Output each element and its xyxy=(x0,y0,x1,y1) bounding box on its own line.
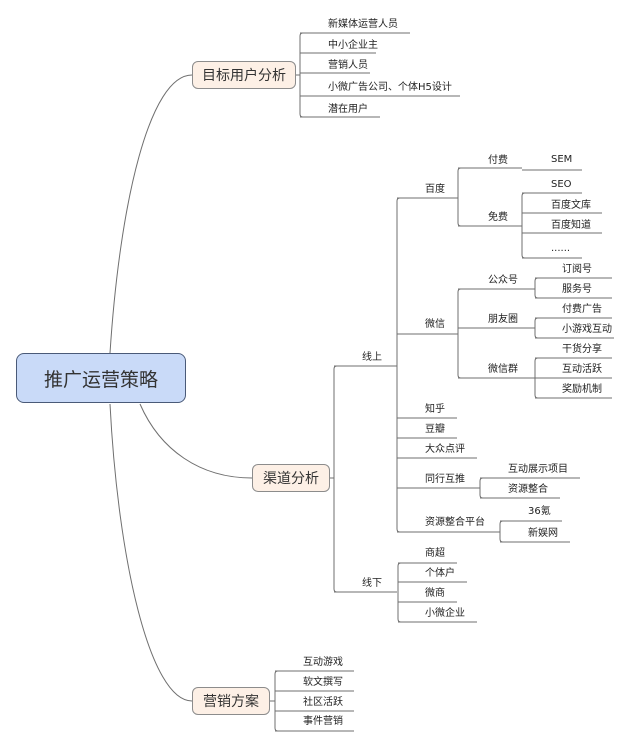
root-label: 推广运营策略 xyxy=(43,368,158,391)
leaf-target-user[interactable]: 中小企业主 xyxy=(328,40,378,51)
leaf-marketing[interactable]: 软文撰写 xyxy=(303,677,343,688)
node-dianping[interactable]: 大众点评 xyxy=(425,444,465,455)
leaf-target-user[interactable]: 新媒体运营人员 xyxy=(328,19,398,30)
leaf-target-user[interactable]: 营销人员 xyxy=(328,60,368,71)
node-baidu[interactable]: 百度 xyxy=(425,184,445,195)
leaf-wechat-official[interactable]: 服务号 xyxy=(562,284,592,295)
node-baidu-paid[interactable]: 付费 xyxy=(488,155,508,166)
leaf-baidu-free[interactable]: SEO xyxy=(551,179,572,190)
leaf-target-user[interactable]: 小微广告公司、个体H5设计 xyxy=(328,82,452,93)
leaf-sem[interactable]: SEM xyxy=(551,154,573,165)
node-wechat-moments[interactable]: 朋友圈 xyxy=(488,314,518,325)
leaf-marketing[interactable]: 互动游戏 xyxy=(303,657,343,668)
node-wechat-official[interactable]: 公众号 xyxy=(488,275,518,286)
leaf-wechat-groups[interactable]: 奖励机制 xyxy=(562,384,602,395)
leaf-offline[interactable]: 小微企业 xyxy=(425,608,465,619)
connector-root-channels xyxy=(139,403,253,479)
node-marketing-label: 营销方案 xyxy=(203,694,259,710)
node-peer[interactable]: 同行互推 xyxy=(425,474,465,485)
node-marketing[interactable]: 营销方案 xyxy=(192,687,270,715)
node-douban[interactable]: 豆瓣 xyxy=(425,424,445,435)
node-wechat-groups[interactable]: 微信群 xyxy=(488,364,518,375)
node-platform[interactable]: 资源整合平台 xyxy=(425,517,485,528)
leaf-offline[interactable]: 个体户 xyxy=(425,568,455,579)
leaf-baidu-free[interactable]: 百度文库 xyxy=(551,200,591,211)
node-zhihu[interactable]: 知乎 xyxy=(425,404,445,415)
leaf-wechat-official[interactable]: 订阅号 xyxy=(562,264,592,275)
leaf-baidu-free[interactable]: 百度知道 xyxy=(551,220,591,231)
leaf-peer[interactable]: 互动展示项目 xyxy=(508,464,568,475)
node-channels-label: 渠道分析 xyxy=(263,471,319,487)
connector-root-marketing xyxy=(109,403,193,702)
node-wechat[interactable]: 微信 xyxy=(425,319,445,330)
leaf-wechat-moments[interactable]: 付费广告 xyxy=(562,304,602,315)
leaf-wechat-groups[interactable]: 干货分享 xyxy=(562,344,602,355)
node-offline[interactable]: 线下 xyxy=(362,578,382,589)
node-online[interactable]: 线上 xyxy=(362,352,382,363)
connector-root-target xyxy=(109,74,193,354)
leaf-baidu-free[interactable]: ...... xyxy=(551,243,571,254)
node-channels[interactable]: 渠道分析 xyxy=(252,464,330,492)
node-baidu-free[interactable]: 免费 xyxy=(488,212,508,223)
leaf-marketing[interactable]: 事件营销 xyxy=(303,716,343,727)
leaf-wechat-groups[interactable]: 互动活跃 xyxy=(562,364,602,375)
leaf-platform[interactable]: 新娱网 xyxy=(528,528,558,539)
node-target-users[interactable]: 目标用户分析 xyxy=(192,61,296,89)
node-target-users-label: 目标用户分析 xyxy=(202,68,286,84)
leaf-wechat-moments[interactable]: 小游戏互动 xyxy=(562,324,612,335)
leaf-platform[interactable]: 36氪 xyxy=(528,506,551,517)
leaf-target-user[interactable]: 潜在用户 xyxy=(328,104,368,115)
root-node[interactable]: 推广运营策略 xyxy=(16,353,186,403)
leaf-offline[interactable]: 微商 xyxy=(425,588,445,599)
leaf-peer[interactable]: 资源整合 xyxy=(508,484,548,495)
leaf-offline[interactable]: 商超 xyxy=(425,548,445,559)
leaf-marketing[interactable]: 社区活跃 xyxy=(303,697,343,708)
